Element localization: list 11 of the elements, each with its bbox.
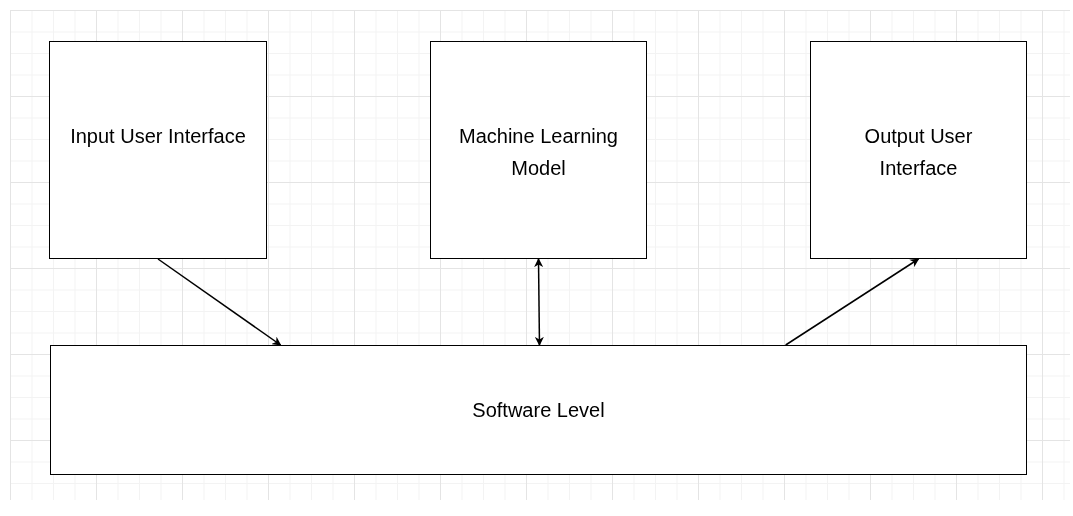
process-box <box>49 41 267 259</box>
process-box <box>430 41 647 259</box>
process-box <box>50 345 1027 475</box>
process-box <box>810 41 1027 259</box>
box-label: Input User Interface <box>70 124 246 149</box>
box-label: Machine Learning Model <box>458 124 619 181</box>
arrow <box>534 258 544 346</box>
box-label: Software Level <box>472 398 605 423</box>
arrow <box>157 258 282 346</box>
box-label: Output User Interface <box>863 124 974 181</box>
arrow <box>784 258 920 346</box>
